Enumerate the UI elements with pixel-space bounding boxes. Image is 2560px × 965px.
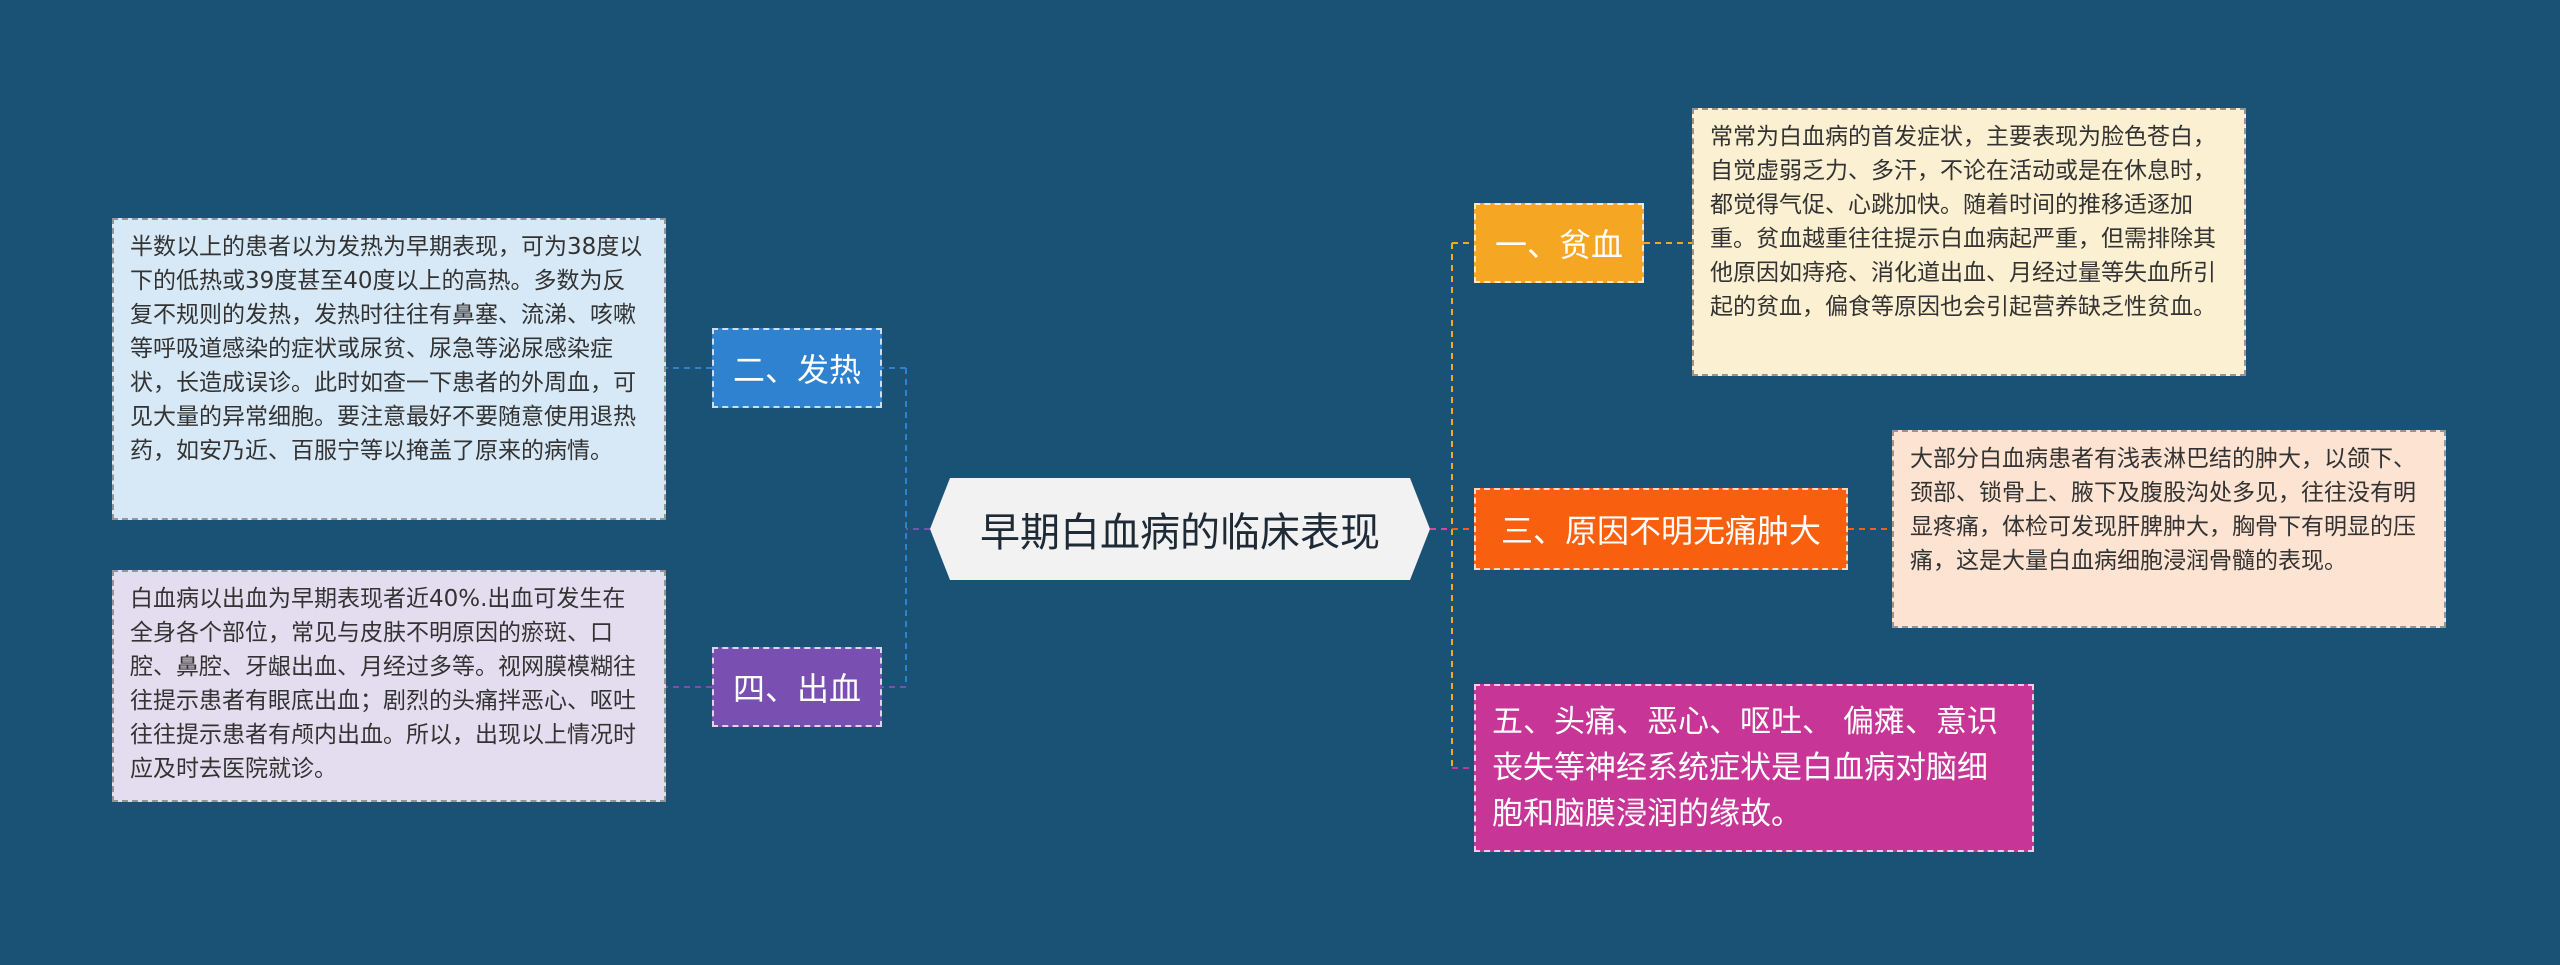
- branch-anemia-label: 一、贫血: [1494, 226, 1623, 264]
- central-topic[interactable]: 早期白血病的临床表现: [930, 478, 1430, 580]
- branch-neuro[interactable]: 五、头痛、恶心、呕吐、 偏瘫、意识丧失等神经系统症状是白血病对脑细胞和脑膜浸润的…: [1474, 684, 2034, 852]
- branch-swelling[interactable]: 三、原因不明无痛肿大: [1474, 488, 1848, 570]
- anemia-detail-text: 常常为白血病的首发症状，主要表现为脸色苍白，自觉虚弱乏力、多汗，不论在活动或是在…: [1710, 124, 2216, 320]
- branch-anemia[interactable]: 一、贫血: [1474, 203, 1644, 283]
- fever-detail-text: 半数以上的患者以为发热为早期表现，可为38度以下的低热或39度甚至40度以上的高…: [130, 234, 643, 464]
- bleeding-detail[interactable]: 白血病以出血为早期表现者近40%.出血可发生在全身各个部位，常见与皮肤不明原因的…: [112, 570, 666, 802]
- branch-bleeding-label: 四、出血: [732, 670, 861, 708]
- branch-swelling-label: 三、原因不明无痛肿大: [1500, 512, 1821, 550]
- branch-neuro-label: 五、头痛、恶心、呕吐、 偏瘫、意识丧失等神经系统症状是白血病对脑细胞和脑膜浸润的…: [1492, 704, 1998, 832]
- branch-bleeding[interactable]: 四、出血: [712, 647, 882, 727]
- fever-detail[interactable]: 半数以上的患者以为发热为早期表现，可为38度以下的低热或39度甚至40度以上的高…: [112, 218, 666, 520]
- anemia-detail[interactable]: 常常为白血病的首发症状，主要表现为脸色苍白，自觉虚弱乏力、多汗，不论在活动或是在…: [1692, 108, 2246, 376]
- bleeding-detail-text: 白血病以出血为早期表现者近40%.出血可发生在全身各个部位，常见与皮肤不明原因的…: [130, 586, 636, 782]
- branch-fever-label: 二、发热: [732, 351, 861, 389]
- branch-fever[interactable]: 二、发热: [712, 328, 882, 408]
- swelling-detail[interactable]: 大部分白血病患者有浅表淋巴结的肿大，以颌下、颈部、锁骨上、腋下及腹股沟处多见，往…: [1892, 430, 2446, 628]
- swelling-detail-text: 大部分白血病患者有浅表淋巴结的肿大，以颌下、颈部、锁骨上、腋下及腹股沟处多见，往…: [1910, 446, 2416, 574]
- central-topic-label: 早期白血病的临床表现: [980, 510, 1380, 556]
